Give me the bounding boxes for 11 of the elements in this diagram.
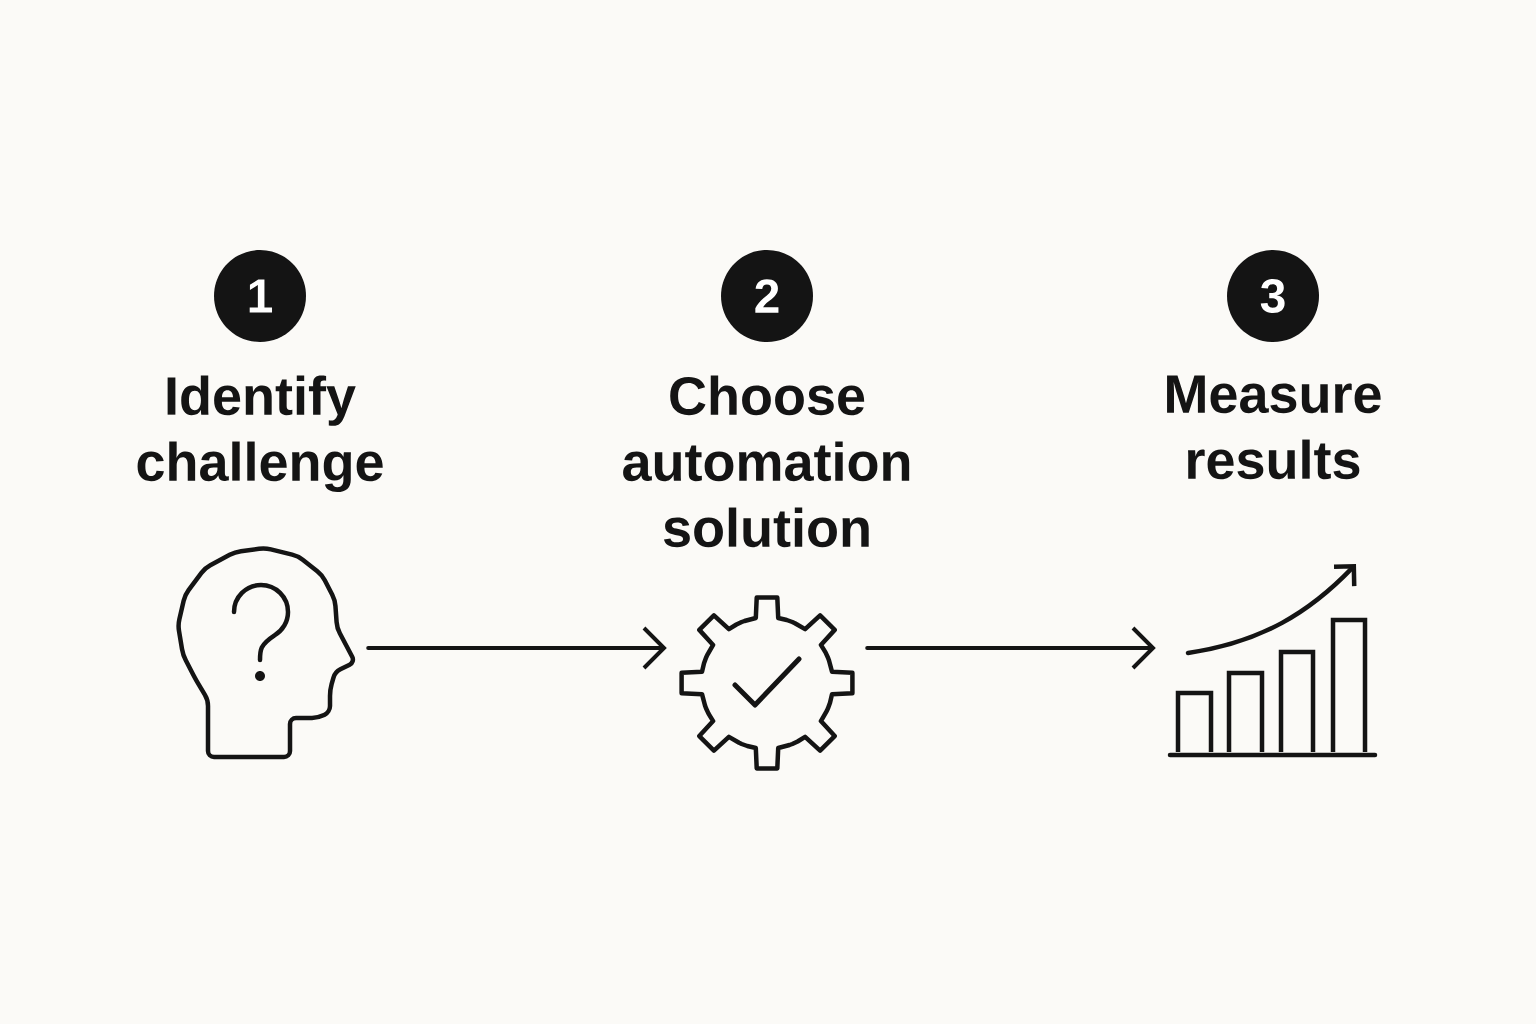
number-badge: 1 (214, 250, 306, 342)
head-question-drawing (176, 546, 356, 760)
step-heading: Choose automation solution (623, 375, 910, 548)
step-heading: Identify challenge (137, 375, 383, 493)
step-heading: Measure results (1167, 375, 1381, 480)
arrow (865, 626, 1156, 670)
growth-chart-drawing (1167, 564, 1378, 758)
gear-check-drawing (679, 595, 855, 771)
number-badge: 2 (721, 250, 813, 342)
number-badge: 3 (1227, 250, 1319, 342)
arrow (366, 626, 667, 670)
